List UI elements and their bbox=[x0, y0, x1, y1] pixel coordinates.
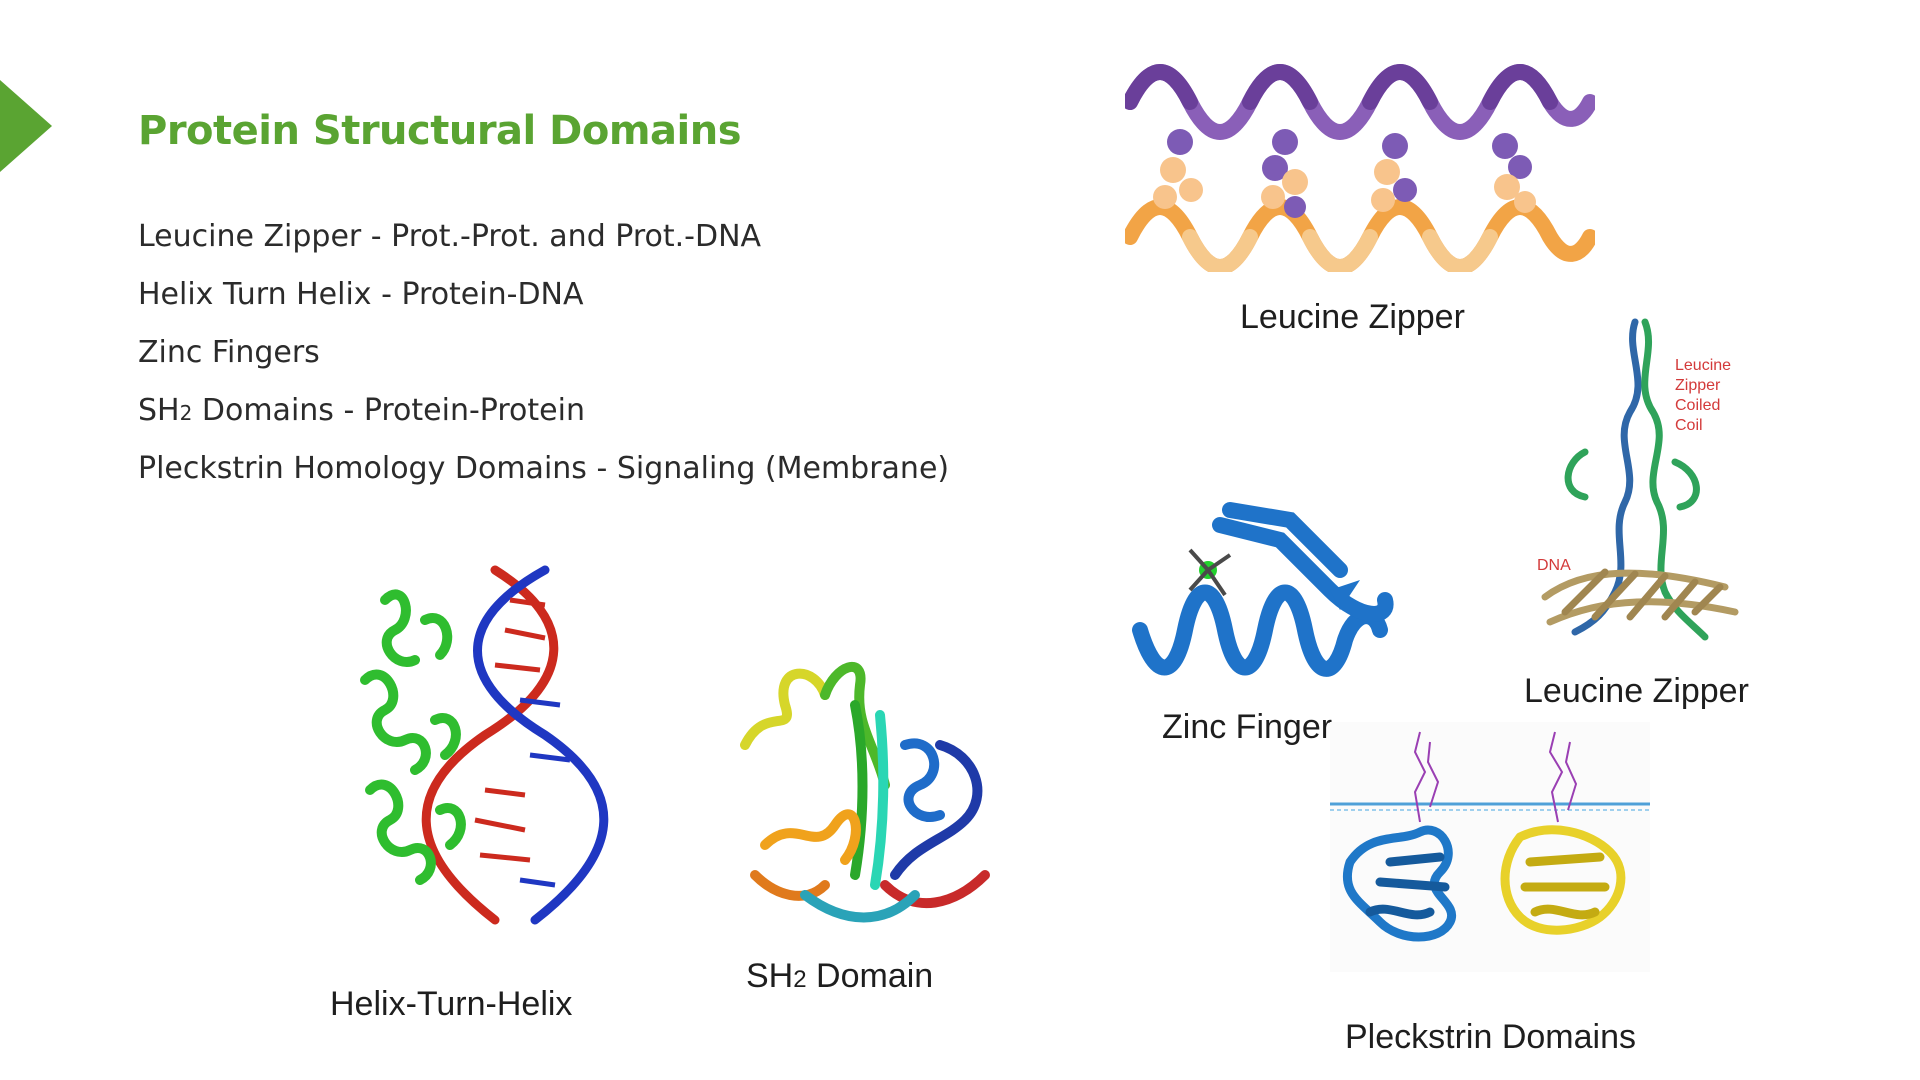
leucine-zipper-annotation-line: Coil bbox=[1675, 417, 1703, 434]
bullet-subscript: 2 bbox=[179, 401, 193, 425]
bullet-text: Pleckstrin Homology Domains - Signaling … bbox=[138, 451, 950, 486]
coiled-coil-ribbon-icon bbox=[1125, 62, 1595, 272]
sh2-caption-subscript: 2 bbox=[793, 966, 807, 993]
sh2-domain-caption: SH2 Domain bbox=[746, 957, 933, 996]
bullet-item: Leucine Zipper - Prot.-Prot. and Prot.-D… bbox=[138, 208, 949, 266]
leucine-zipper-top-caption: Leucine Zipper bbox=[1240, 298, 1465, 336]
sh2-caption-suffix: Domain bbox=[806, 957, 934, 995]
leucine-zipper-annotation-line: Leucine bbox=[1675, 357, 1731, 374]
leucine-zipper-dna-icon: Leucine Zipper Coiled Coil DNA bbox=[1525, 312, 1765, 652]
bullet-text: Leucine Zipper - Prot.-Prot. and Prot.-D… bbox=[138, 219, 762, 254]
bullet-item: Zinc Fingers bbox=[138, 324, 949, 382]
bullet-item: SH2 Domains - Protein-Protein bbox=[138, 382, 949, 440]
slide-marker-arrow-icon bbox=[0, 80, 52, 172]
bullet-text: Zinc Fingers bbox=[138, 335, 320, 370]
leucine-zipper-right-caption: Leucine Zipper bbox=[1524, 672, 1749, 710]
bullet-text-suffix: Domains - Protein-Protein bbox=[192, 393, 585, 428]
bullet-text-prefix: SH bbox=[138, 393, 180, 428]
leucine-zipper-annotation-line: Zipper bbox=[1675, 377, 1721, 394]
pleckstrin-domains-caption: Pleckstrin Domains bbox=[1345, 1018, 1636, 1056]
helix-turn-helix-caption: Helix-Turn-Helix bbox=[330, 985, 573, 1023]
bullet-item: Helix Turn Helix - Protein-DNA bbox=[138, 266, 949, 324]
pleckstrin-membrane-icon bbox=[1330, 722, 1650, 972]
slide-title: Protein Structural Domains bbox=[138, 108, 742, 154]
bullet-item: Pleckstrin Homology Domains - Signaling … bbox=[138, 440, 949, 498]
dna-label: DNA bbox=[1537, 557, 1571, 574]
helix-turn-helix-icon bbox=[345, 560, 610, 940]
leucine-zipper-annotation-line: Coiled bbox=[1675, 397, 1720, 414]
zinc-finger-icon bbox=[1130, 480, 1400, 690]
bullet-text: Helix Turn Helix - Protein-DNA bbox=[138, 277, 584, 312]
zinc-finger-caption: Zinc Finger bbox=[1162, 708, 1333, 746]
sh2-caption-prefix: SH bbox=[746, 957, 794, 995]
bullet-list: Leucine Zipper - Prot.-Prot. and Prot.-D… bbox=[138, 208, 949, 498]
sh2-domain-icon bbox=[735, 645, 1005, 930]
